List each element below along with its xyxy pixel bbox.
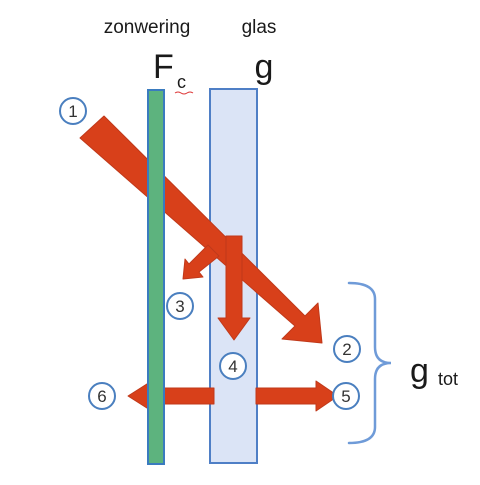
marker-1: 1 <box>59 97 87 125</box>
fc-symbol: F <box>153 48 174 86</box>
marker-4: 4 <box>219 352 247 380</box>
arrow-inward-emission <box>127 381 215 411</box>
marker-1-label: 1 <box>68 102 77 121</box>
arrow-reflected <box>182 244 220 280</box>
marker-6: 6 <box>88 382 116 410</box>
gtot-subscript: tot <box>438 369 458 389</box>
marker-4-label: 4 <box>228 357 237 376</box>
marker-5-label: 5 <box>341 387 350 406</box>
marker-3-label: 3 <box>175 297 184 316</box>
spellcheck-underline <box>174 91 194 95</box>
arrow-incoming <box>79 115 323 344</box>
sunshade-label: zonwering <box>104 17 191 38</box>
marker-3: 3 <box>166 292 194 320</box>
marker-5: 5 <box>332 382 360 410</box>
g-symbol: g <box>255 48 274 86</box>
sunshade-bar <box>147 89 165 465</box>
gtot-symbol: g <box>410 352 429 390</box>
arrow-outward-emission <box>255 380 339 412</box>
arrow-absorbed <box>217 235 251 341</box>
glass-label: glas <box>242 17 277 38</box>
marker-2-label: 2 <box>342 340 351 359</box>
marker-2: 2 <box>333 335 361 363</box>
marker-6-label: 6 <box>97 387 106 406</box>
fc-subscript: c <box>177 72 186 92</box>
brace <box>347 281 392 445</box>
